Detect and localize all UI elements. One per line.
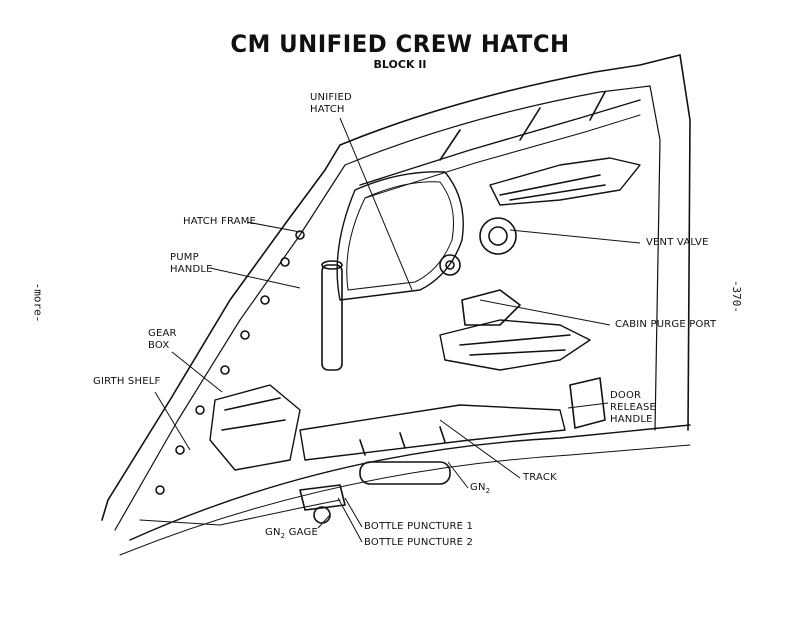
leader-hatch-frame <box>246 221 301 233</box>
label-cabin-purge-port: CABIN PURGE PORT <box>615 319 717 330</box>
label-girth-shelf: GIRTH SHELF <box>93 376 161 387</box>
label-vent-valve: VENT VALVE <box>646 237 709 248</box>
frame-right-edge <box>679 54 691 431</box>
leader-lines <box>154 117 641 543</box>
leader-girth-shelf <box>154 391 191 451</box>
leader-track <box>439 419 521 479</box>
leader-bottle-1 <box>344 497 363 528</box>
label-bottle-puncture-2: BOTTLE PUNCTURE 2 <box>364 537 474 548</box>
label-door-release-handle: DOOR RELEASE HANDLE <box>610 390 657 425</box>
gn2-subscript: 2 <box>485 487 491 495</box>
inner-frame-edge <box>114 85 651 531</box>
label-gear-box: GEAR BOX <box>148 328 177 351</box>
leader-gn2 <box>447 461 469 489</box>
gn2-gage-text: GN <box>265 527 281 538</box>
leader-gear-box <box>171 351 223 393</box>
leader-door-release <box>567 402 609 409</box>
hatch-window <box>336 171 464 301</box>
label-gn2: GN2 <box>470 482 490 497</box>
label-gn2-gage: GN2 GAGE <box>265 527 318 542</box>
outer-frame-edge <box>101 54 681 521</box>
diagram-title: CM UNIFIED CREW HATCH <box>230 30 570 58</box>
label-hatch-frame: HATCH FRAME <box>183 216 257 227</box>
leader-unified-hatch <box>339 117 413 291</box>
label-pump-handle: PUMP HANDLE <box>170 252 213 275</box>
diagram-subtitle: BLOCK II <box>373 58 427 71</box>
leader-gn2-gage <box>317 514 331 529</box>
leader-cabin-purge-port <box>479 299 611 326</box>
label-track: TRACK <box>523 472 557 483</box>
label-unified-hatch: UNIFIED HATCH <box>310 92 352 115</box>
gn2-gage-subscript: 2 <box>280 532 286 540</box>
leader-vent-valve <box>509 229 641 244</box>
leader-pump-handle <box>209 267 301 289</box>
gn2-gage-suffix: GAGE <box>285 527 318 538</box>
label-bottle-puncture-1: BOTTLE PUNCTURE 1 <box>364 521 474 532</box>
leader-bottle-2 <box>337 497 363 543</box>
gn2-text: GN <box>470 482 486 493</box>
